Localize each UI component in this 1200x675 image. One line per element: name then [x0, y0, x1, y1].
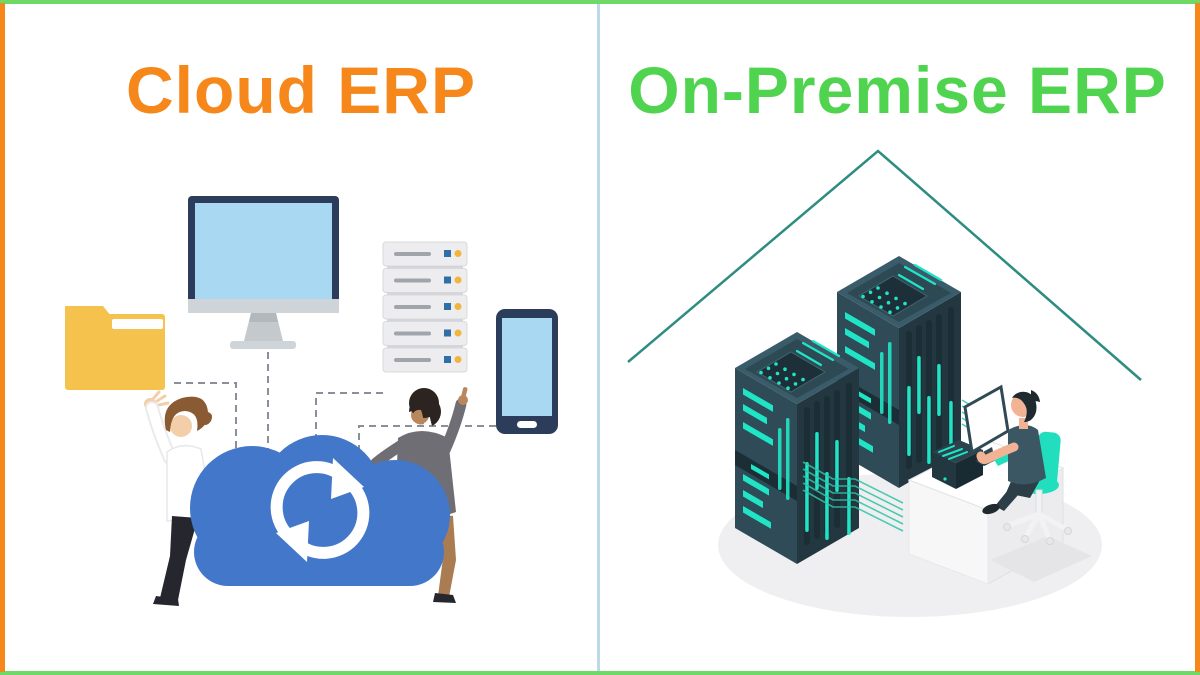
- admin-person: [976, 390, 1046, 515]
- top-border: [0, 0, 1200, 4]
- cloud-erp-illustration: [65, 196, 558, 606]
- cloud-erp-title: Cloud ERP: [126, 53, 476, 127]
- server-stack-icon: [382, 241, 468, 373]
- server-box-icon: [932, 440, 983, 489]
- roof-outline: [627, 149, 1142, 381]
- monitor-icon: [188, 196, 339, 349]
- sync-arrows-icon: [270, 458, 370, 562]
- left-border: [0, 3, 5, 672]
- center-divider: [597, 4, 600, 671]
- smartphone-icon: [496, 309, 558, 434]
- bottom-border: [0, 671, 1200, 675]
- on-premise-erp-title: On-Premise ERP: [628, 53, 1167, 127]
- folder-icon: [65, 306, 165, 390]
- cloud-sync-icon: [190, 435, 450, 586]
- right-border: [1195, 3, 1200, 672]
- chair-mat: [990, 536, 1092, 582]
- server-rack-front: [733, 330, 861, 566]
- on-premise-erp-illustration: [627, 149, 1142, 617]
